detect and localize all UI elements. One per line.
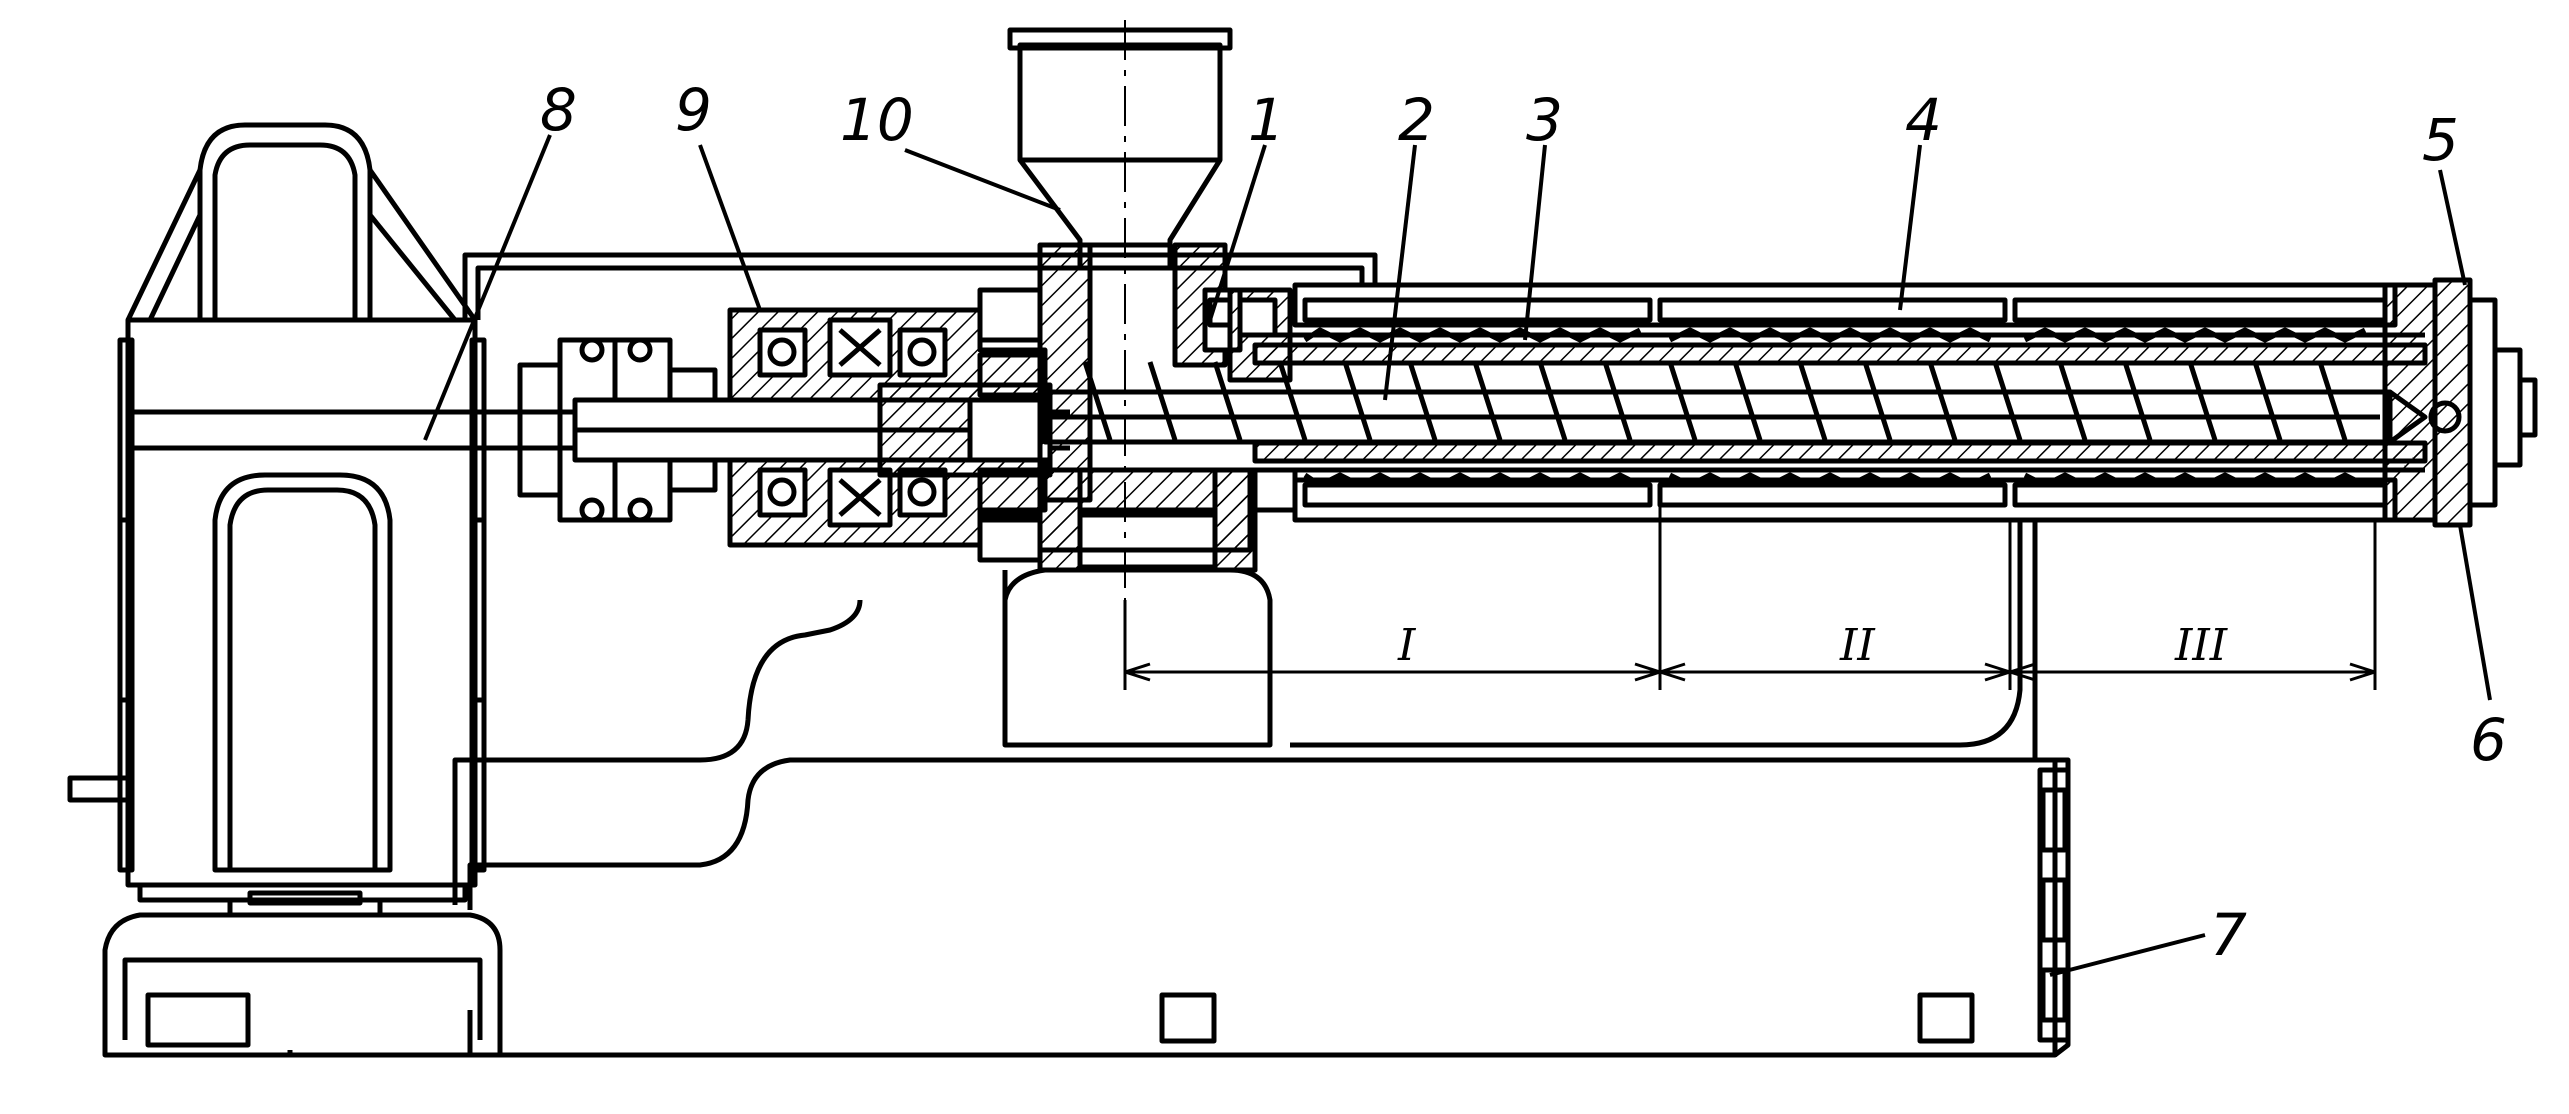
- machine-bed: [145, 599, 2071, 1058]
- leader-7: [2049, 933, 2206, 977]
- zone-dimensions: [1123, 480, 2377, 690]
- callout-9: 9: [675, 76, 712, 144]
- callout-3: 3: [1526, 86, 1563, 154]
- callout-6: 6: [2470, 706, 2507, 774]
- zone-label-1: I: [1397, 620, 1417, 671]
- upper-frame: [462, 252, 1378, 320]
- barrel-support: [1290, 520, 2023, 748]
- callout-10: 10: [840, 86, 914, 154]
- callout-1: 1: [1248, 86, 1285, 154]
- leader-6: [2458, 524, 2492, 701]
- upper-frame-inner: [475, 265, 1365, 320]
- feed-hopper: [1007, 27, 1233, 270]
- leader-3: [1523, 144, 1547, 341]
- leader-5: [2438, 169, 2467, 286]
- callout-5: 5: [2422, 106, 2459, 174]
- zone-label-3: III: [2174, 620, 2229, 671]
- leader-lines: [423, 134, 2492, 977]
- leader-8: [423, 134, 552, 441]
- zone-label-2: II: [1839, 620, 1876, 671]
- drive-housing: [67, 122, 503, 1058]
- callout-2: 2: [1398, 86, 1435, 154]
- leader-2: [1383, 144, 1417, 401]
- leader-1: [1208, 144, 1267, 321]
- feed-throat: [1002, 242, 1298, 748]
- leader-9: [698, 144, 762, 311]
- barrel: [1252, 332, 2428, 473]
- callout-8: 8: [540, 76, 577, 144]
- callout-7: 7: [2210, 901, 2247, 969]
- leader-4: [1898, 144, 1922, 311]
- leader-10: [904, 148, 1061, 212]
- callout-4: 4: [1905, 86, 1942, 154]
- die-head: [2382, 277, 2538, 528]
- heater-bands: [1292, 282, 2398, 523]
